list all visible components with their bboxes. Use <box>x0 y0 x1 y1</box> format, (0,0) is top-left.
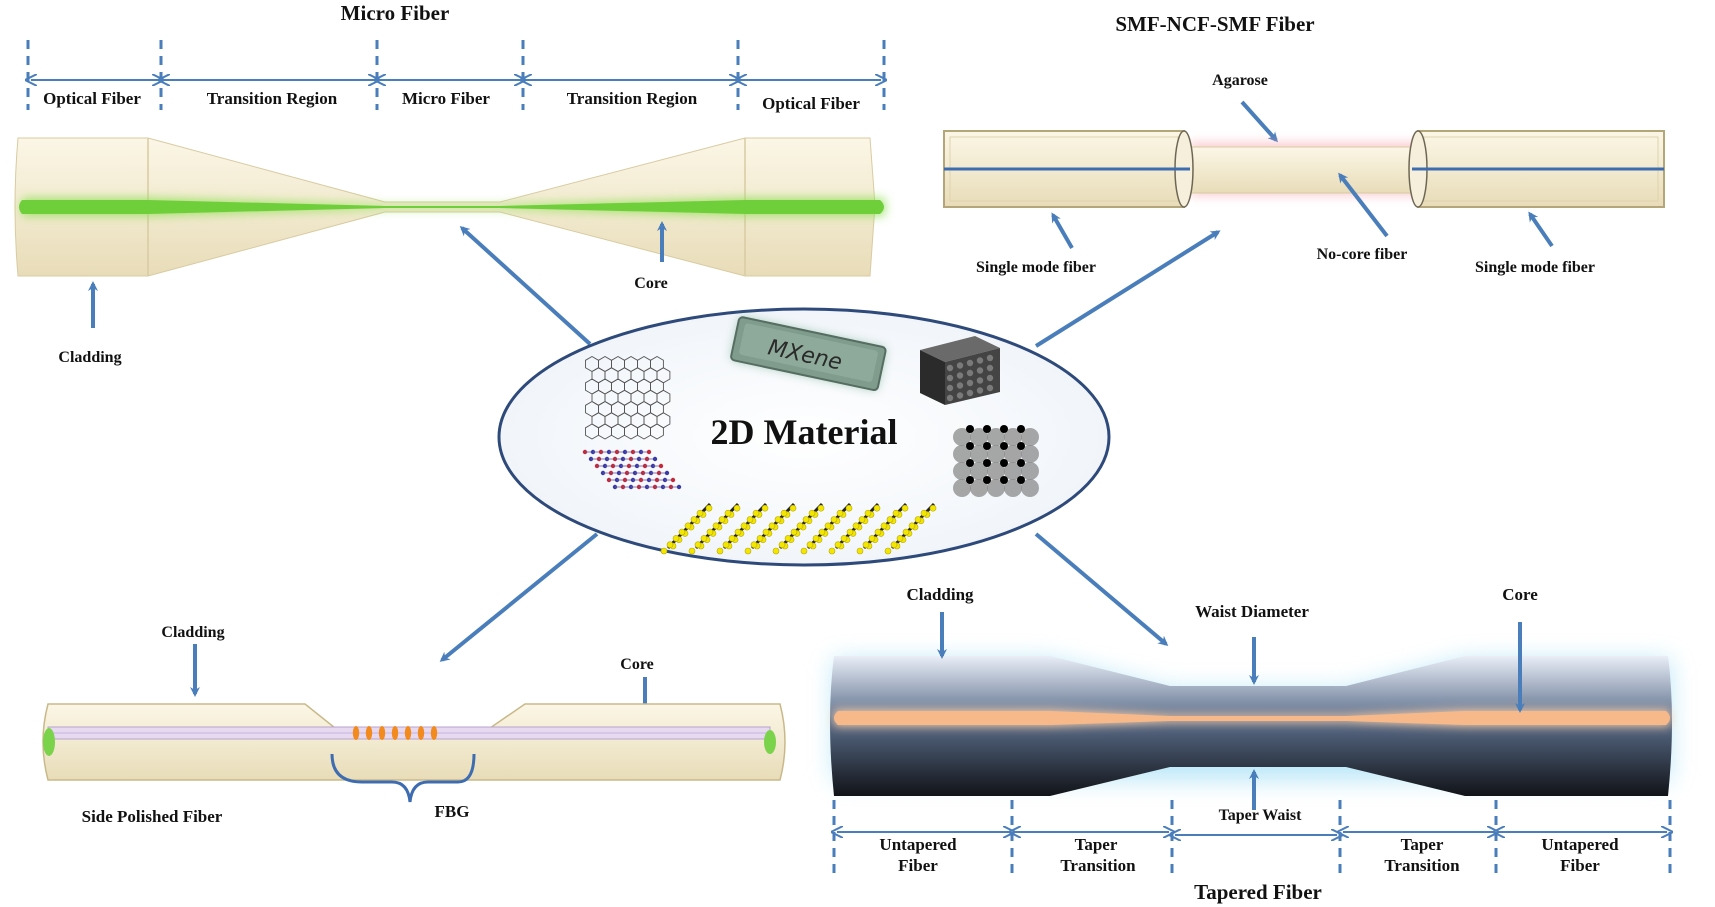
side-polished-cladding-label: Cladding <box>161 624 224 641</box>
smf-left-pointer-arrow <box>1051 212 1074 249</box>
region-untapered-left-l1: Untapered <box>879 835 957 854</box>
micro-fiber-core <box>19 200 884 214</box>
region-taper-left-l2: Transition <box>1060 856 1136 875</box>
hbn-lattice-icon <box>582 449 682 490</box>
region-taper-left-l1: Taper <box>1075 835 1118 854</box>
mxene-chip: MXene <box>730 316 887 392</box>
micro-fiber-cladding-label: Cladding <box>58 349 121 366</box>
region-label-transition-right: Transition Region <box>567 89 698 108</box>
center-2d-material: 2D Material MXene <box>439 225 1221 662</box>
waist-diameter-label: Waist Diameter <box>1195 602 1309 621</box>
smf-right-label: Single mode fiber <box>1475 259 1595 276</box>
tapered-fiber-title: Tapered Fiber <box>1194 880 1322 904</box>
smf-right-pointer-arrow <box>1528 211 1554 248</box>
agarose-pointer-arrow <box>1240 100 1279 143</box>
ncf-label: No-core fiber <box>1317 246 1408 263</box>
region-label-optical-fiber-right: Optical Fiber <box>762 94 860 113</box>
side-polished-panel: Cladding Core FBG Side Polished Fiber <box>42 624 786 826</box>
taper-waist-label: Taper Waist <box>1219 807 1303 824</box>
side-polished-title: Side Polished Fiber <box>82 807 223 826</box>
smf-ncf-panel: SMF-NCF-SMF Fiber Agarose Single mode fi… <box>943 12 1665 276</box>
region-untapered-right-l1: Untapered <box>1541 835 1619 854</box>
region-label-transition-left: Transition Region <box>207 89 338 108</box>
region-label-micro-fiber: Micro Fiber <box>402 89 490 108</box>
fbg-label: FBG <box>435 802 470 821</box>
crystal-cube-icon <box>920 336 1000 405</box>
layered-crystal-icon <box>660 502 937 555</box>
fbg-gratings <box>352 726 438 740</box>
fbg-brace <box>330 753 476 803</box>
tapered-cladding-label: Cladding <box>906 585 974 604</box>
tapered-fiber-core <box>834 711 1670 725</box>
micro-fiber-core-label: Core <box>634 275 667 292</box>
region-label-optical-fiber-left: Optical Fiber <box>43 89 141 108</box>
perovskite-lattice-icon <box>953 425 1039 497</box>
micro-fiber-panel: Micro Fiber Optical Fiber Transition Reg… <box>14 1 885 366</box>
region-taper-right-l2: Transition <box>1384 856 1460 875</box>
agarose-label: Agarose <box>1212 72 1268 89</box>
side-polished-core-label: Core <box>620 656 653 673</box>
micro-fiber-title: Micro Fiber <box>341 1 450 25</box>
ncf-pointer-arrow <box>1338 172 1389 238</box>
tapered-fiber-panel: Cladding Waist Diameter Core Taper Waist… <box>830 585 1672 904</box>
smf-left-label: Single mode fiber <box>976 259 1096 276</box>
region-taper-right-l1: Taper <box>1401 835 1444 854</box>
region-untapered-right-l2: Fiber <box>1560 856 1600 875</box>
tapered-core-label: Core <box>1502 585 1538 604</box>
tapered-fiber-body <box>830 656 1672 796</box>
connector-arrows <box>439 225 1221 662</box>
region-untapered-left-l2: Fiber <box>898 856 938 875</box>
tapered-region-arrows <box>837 832 1667 835</box>
graphene-lattice-icon <box>585 355 671 440</box>
center-title: 2D Material <box>711 412 898 452</box>
smf-ncf-title: SMF-NCF-SMF Fiber <box>1115 12 1314 36</box>
side-polished-body <box>42 703 786 781</box>
no-core-fiber-body <box>1185 146 1427 194</box>
